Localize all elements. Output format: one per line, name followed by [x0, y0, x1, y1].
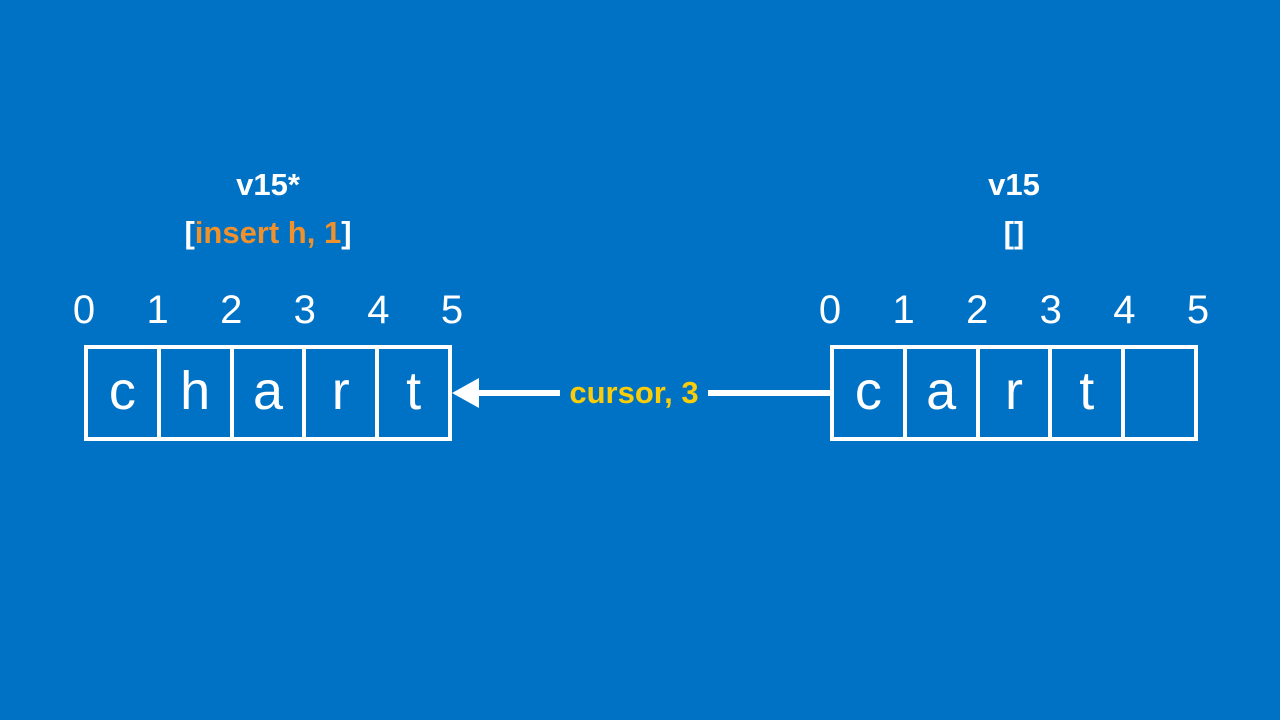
- right-array-cell-1: a: [907, 349, 980, 437]
- left-index-3: 3: [293, 288, 316, 332]
- arrow-left-head-icon: [452, 378, 479, 408]
- left-index-0: 0: [72, 288, 96, 332]
- right-index-0: 0: [818, 288, 842, 332]
- arrow-line-right-segment: [708, 390, 830, 396]
- left-array-cell-4: t: [406, 361, 422, 421]
- left-index-5: 5: [440, 288, 464, 332]
- left-index-1: 1: [146, 288, 169, 332]
- right-array-cell-3: t: [1052, 349, 1126, 437]
- right-op-close-bracket: ]: [1014, 215, 1025, 250]
- right-array-cell-0: c: [834, 349, 907, 437]
- left-operation-label: [insert h, 1]: [84, 214, 452, 252]
- left-op-content: insert h, 1: [194, 215, 342, 250]
- left-array-cell-0: c: [88, 349, 161, 437]
- right-version-title: v15: [988, 167, 1040, 202]
- left-array-cell-2: a: [234, 349, 307, 437]
- right-operation-label: []: [830, 214, 1198, 252]
- arrow-line-left-segment: [477, 390, 560, 396]
- right-array-cell-2: r: [980, 349, 1053, 437]
- left-array-cell-1: h: [161, 349, 234, 437]
- right-index-4: 4: [1113, 288, 1136, 332]
- right-index-3: 3: [1039, 288, 1062, 332]
- right-index-row: 0 1 2 3 4 5: [819, 288, 1209, 332]
- left-array-cell-3: r: [306, 349, 380, 437]
- left-index-4: 4: [367, 288, 390, 332]
- left-index-row: 0 1 2 3 4 5: [73, 288, 463, 332]
- right-array-box: c a r t: [830, 345, 1198, 441]
- right-index-5: 5: [1186, 288, 1210, 332]
- left-index-2: 2: [220, 288, 243, 332]
- right-index-2: 2: [966, 288, 989, 332]
- right-array-cell-4: [1125, 349, 1194, 437]
- right-op-open-bracket: [: [1003, 215, 1014, 250]
- left-array-box: c h a r t: [84, 345, 452, 441]
- left-op-close-bracket: ]: [341, 215, 352, 250]
- left-op-open-bracket: [: [184, 215, 195, 250]
- left-version-title: v15*: [236, 167, 300, 202]
- cursor-arrow-label: cursor, 3: [569, 375, 699, 410]
- right-index-1: 1: [892, 288, 915, 332]
